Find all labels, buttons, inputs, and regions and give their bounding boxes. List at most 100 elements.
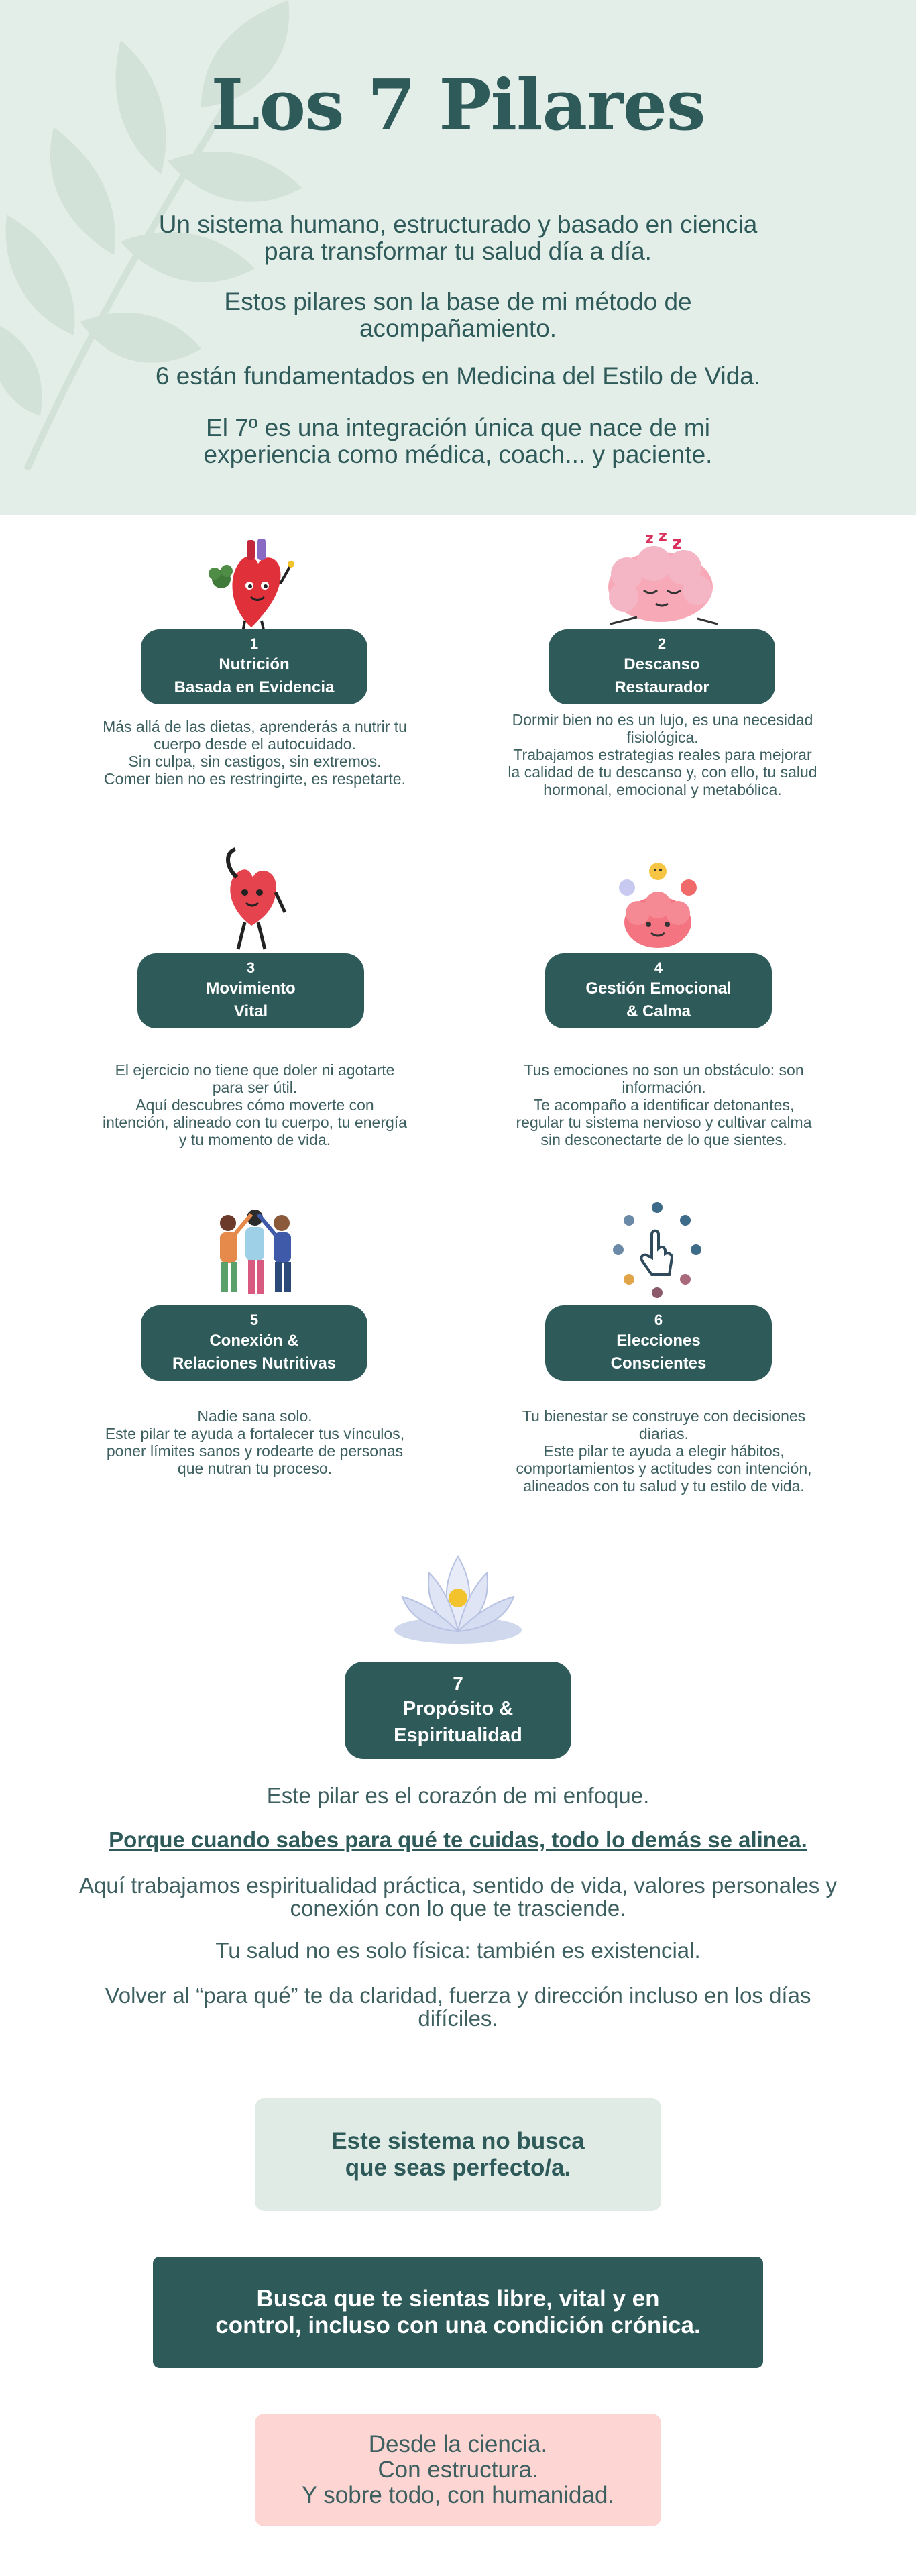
pillar-7-intro: Este pilar es el corazón de mi enfoque. — [40, 1784, 876, 1807]
desc-line: sin desconectarte de lo que sientes. — [540, 1131, 787, 1148]
pillar-number: 2 — [657, 635, 667, 652]
desc-line: Aquí descubres cómo moverte con — [135, 1096, 374, 1114]
pillar-7-line: Aquí trabajamos espiritualidad práctica,… — [79, 1873, 837, 1898]
desc-line: poner límites sanos y rodearte de person… — [106, 1442, 404, 1460]
hero-section: Los 7 Pilares Un sistema humano, estruct… — [0, 0, 916, 515]
closing-line: Desde la ciencia. — [368, 2431, 548, 2457]
friends-group-icon — [220, 1210, 291, 1294]
intro-line: experiencia como médica, coach... y paci… — [203, 441, 713, 468]
intro-line: Un sistema humano, estructurado y basado… — [158, 211, 758, 238]
pillar-title-line: Propósito & — [402, 1697, 514, 1719]
desc-line: Tus emociones no son un obstáculo: son — [524, 1061, 804, 1079]
desc-line: que nutran tu proceso. — [177, 1460, 333, 1477]
closing-line: Y sobre todo, con humanidad. — [301, 2482, 615, 2508]
pillar-1-description: Más allá de las dietas, aprenderás a nut… — [54, 718, 456, 788]
pillar-title-line: & Calma — [626, 1002, 691, 1020]
pillar-title-line: Basada en Evidencia — [174, 678, 335, 696]
pillar-2-description: Dormir bien no es un lujo, es una necesi… — [456, 711, 869, 798]
desc-line: Te acompaño a identificar detonantes, — [533, 1096, 795, 1114]
desc-line: y tu momento de vida. — [178, 1131, 331, 1148]
desc-line: comportamientos y actitudes con intenció… — [516, 1460, 812, 1477]
desc-line: intención, alineado con tu cuerpo, tu en… — [103, 1114, 407, 1131]
pillar-number: 5 — [249, 1311, 259, 1328]
pillar-number: 3 — [246, 959, 255, 976]
pillar-2-badge: 2 Descanso Restaurador — [549, 629, 775, 704]
pillar-6-badge: 6 Elecciones Conscientes — [545, 1305, 772, 1381]
pillar-7-badge: 7 Propósito & Espiritualidad — [345, 1662, 571, 1759]
closing-box-humanity: Desde la ciencia. Con estructura. Y sobr… — [255, 2414, 661, 2526]
desc-line: fisiológica. — [626, 729, 699, 746]
desc-line: Dormir bien no es un lujo, es una necesi… — [512, 711, 813, 729]
pillar-7-line: Volver al “para qué” te da claridad, fue… — [105, 1983, 811, 2008]
desc-line: hormonal, emocional y metabólica. — [543, 781, 782, 798]
svg-text:z: z — [659, 528, 667, 545]
pillar-3-description: El ejercicio no tiene que doler ni agota… — [47, 1061, 463, 1148]
desc-line: alineados con tu salud y tu estilo de vi… — [523, 1477, 805, 1495]
pillar-title-line: Gestión Emocional — [585, 979, 732, 998]
pillar-title-line: Relaciones Nutritivas — [172, 1354, 337, 1373]
exercising-heart-icon — [226, 847, 287, 950]
pillar-7-emphasis: Porque cuando sabes para qué te cuidas, … — [40, 1829, 876, 1851]
pillar-number: 6 — [654, 1311, 663, 1328]
desc-line: Trabajamos estrategias reales para mejor… — [513, 746, 812, 763]
leaf-branch-decoration — [0, 0, 302, 470]
pillar-4-description: Tus emociones no son un obstáculo: son i… — [463, 1061, 865, 1148]
desc-line: Nadie sana solo. — [197, 1407, 312, 1425]
desc-line: Este pilar te ayuda a elegir hábitos, — [543, 1442, 785, 1460]
pillar-7-emphasis-line: Porque cuando sabes para qué te cuidas, … — [109, 1827, 807, 1852]
pillar-title-line: Movimiento — [206, 979, 296, 998]
intro-line: acompañamiento. — [359, 315, 557, 342]
emotions-brain-icon — [619, 863, 697, 948]
desc-line: El ejercicio no tiene que doler ni agota… — [115, 1061, 395, 1079]
desc-line: Tu bienestar se construye con decisiones — [522, 1407, 806, 1425]
pillar-number: 4 — [654, 959, 663, 976]
svg-text:z: z — [672, 533, 682, 553]
intro-paragraph-1: Un sistema humano, estructurado y basado… — [107, 211, 809, 265]
sleeping-brain-icon: z z z — [608, 528, 718, 625]
closing-line: Con estructura. — [378, 2457, 538, 2483]
page-title: Los 7 Pilares — [211, 64, 706, 146]
intro-line: 6 están fundamentados en Medicina del Es… — [155, 362, 761, 390]
heart-character-icon — [209, 539, 294, 633]
pillar-7-line: Este pilar es el corazón de mi enfoque. — [266, 1783, 650, 1808]
desc-line: cuerpo desde el autocuidado. — [154, 735, 356, 753]
pillar-5-description: Nadie sana solo. Este pilar te ayuda a f… — [54, 1407, 456, 1477]
desc-line: Sin culpa, sin castigos, sin extremos. — [128, 753, 382, 770]
pillar-title-line: Elecciones — [616, 1332, 701, 1350]
pillar-title-line: Nutrición — [219, 655, 290, 674]
pillar-7-line: Tu salud no es solo física: también es e… — [215, 1938, 701, 1963]
pillar-7-line: difíciles. — [418, 2006, 498, 2031]
closing-box-perfect: Este sistema no busca que seas perfecto/… — [255, 2098, 661, 2211]
pillar-4-badge: 4 Gestión Emocional & Calma — [545, 953, 772, 1028]
desc-line: para ser útil. — [212, 1079, 298, 1096]
closing-box-free: Busca que te sientas libre, vital y en c… — [153, 2257, 763, 2368]
closing-line: que seas perfecto/a. — [345, 2155, 571, 2181]
pillar-5-badge: 5 Conexión & Relaciones Nutritivas — [141, 1305, 367, 1381]
pillar-3-badge: 3 Movimiento Vital — [137, 953, 364, 1028]
closing-line: Este sistema no busca — [331, 2128, 585, 2154]
desc-line: la calidad de tu descanso y, con ello, t… — [508, 763, 817, 781]
intro-paragraph-4: El 7º es una integración única que nace … — [107, 415, 809, 468]
pillar-title-line: Restaurador — [614, 678, 709, 696]
pillar-title-line: Conexión & — [209, 1332, 299, 1350]
closing-line: control, incluso con una condición cróni… — [215, 2312, 701, 2339]
desc-line: Este pilar te ayuda a fortalecer tus vín… — [105, 1425, 405, 1442]
intro-paragraph-3: 6 están fundamentados en Medicina del Es… — [107, 363, 809, 390]
pillar-title-line: Vital — [233, 1002, 268, 1020]
intro-line: Estos pilares son la base de mi método d… — [224, 288, 692, 315]
intro-line: El 7º es una integración única que nace … — [206, 414, 710, 441]
pillar-7-health: Tu salud no es solo física: también es e… — [40, 1939, 876, 1962]
lotus-flower-icon — [394, 1554, 522, 1644]
intro-line: para transformar tu salud día a día. — [264, 237, 652, 265]
pillar-7-body: Aquí trabajamos espiritualidad práctica,… — [40, 1874, 876, 1920]
pillar-7-purpose: Volver al “para qué” te da claridad, fue… — [40, 1984, 876, 2030]
pillar-title-line: Conscientes — [610, 1354, 707, 1373]
pillar-title-line: Espiritualidad — [394, 1724, 522, 1746]
pillar-title-line: Descanso — [624, 655, 700, 674]
desc-line: Comer bien no es restringirte, es respet… — [104, 770, 406, 788]
pillar-7-line: conexión con lo que te trasciende. — [290, 1896, 626, 1921]
pillar-number: 7 — [453, 1672, 463, 1694]
desc-line: diarias. — [638, 1425, 689, 1442]
desc-line: información. — [622, 1079, 706, 1096]
svg-text:z: z — [645, 531, 654, 547]
